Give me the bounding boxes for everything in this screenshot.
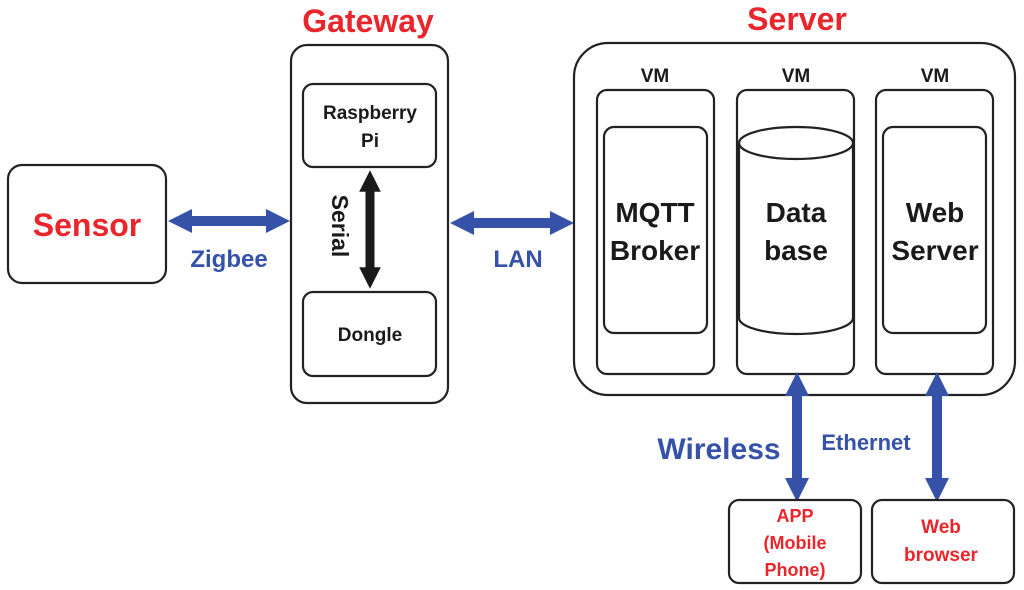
dongle-box — [301, 290, 438, 378]
raspberry-pi-label-line1: Raspberry — [323, 103, 417, 124]
gateway-title: Gateway — [302, 3, 434, 39]
browser-label-line2: browser — [904, 545, 979, 566]
server-title: Server — [747, 1, 847, 37]
vm-header: VM — [921, 66, 950, 87]
database-cylinder-top — [737, 125, 855, 161]
web-server-label-line2: Server — [891, 235, 978, 266]
web-server-box — [881, 125, 988, 335]
browser-label-line1: Web — [921, 517, 961, 538]
web-browser-node: Web browser — [870, 498, 1016, 585]
mqtt-label-line1: MQTT — [615, 197, 694, 228]
app-mobile-node: APP (Mobile Phone) — [727, 498, 863, 585]
serial-label: Serial — [327, 195, 353, 258]
gateway-node: Raspberry Pi Dongle Serial — [289, 43, 450, 405]
web-server-label-line1: Web — [906, 197, 965, 228]
vm-header: VM — [641, 66, 670, 87]
ethernet-label: Ethernet — [821, 430, 911, 455]
lan-label: LAN — [493, 246, 542, 273]
wireless-label: Wireless — [657, 433, 780, 466]
raspberry-pi-box — [301, 82, 438, 169]
database-label-line1: Data — [766, 197, 827, 228]
database-cylinder — [737, 143, 855, 336]
mqtt-label-line2: Broker — [610, 235, 700, 266]
app-label-line1: APP — [776, 506, 813, 526]
zigbee-label: Zigbee — [190, 246, 267, 273]
server-node: VM MQTT Broker VM Data base VM Web Serve… — [572, 41, 1017, 397]
mqtt-broker-box — [602, 125, 709, 335]
raspberry-pi-label-line2: Pi — [361, 131, 379, 152]
database-label-line2: base — [764, 235, 828, 266]
dongle-label: Dongle — [338, 325, 402, 346]
app-label-line3: Phone) — [765, 560, 826, 580]
vm-header: VM — [782, 66, 811, 87]
sensor-label: Sensor — [33, 207, 141, 243]
sensor-node: Sensor — [6, 163, 168, 285]
app-label-line2: (Mobile — [764, 533, 827, 553]
